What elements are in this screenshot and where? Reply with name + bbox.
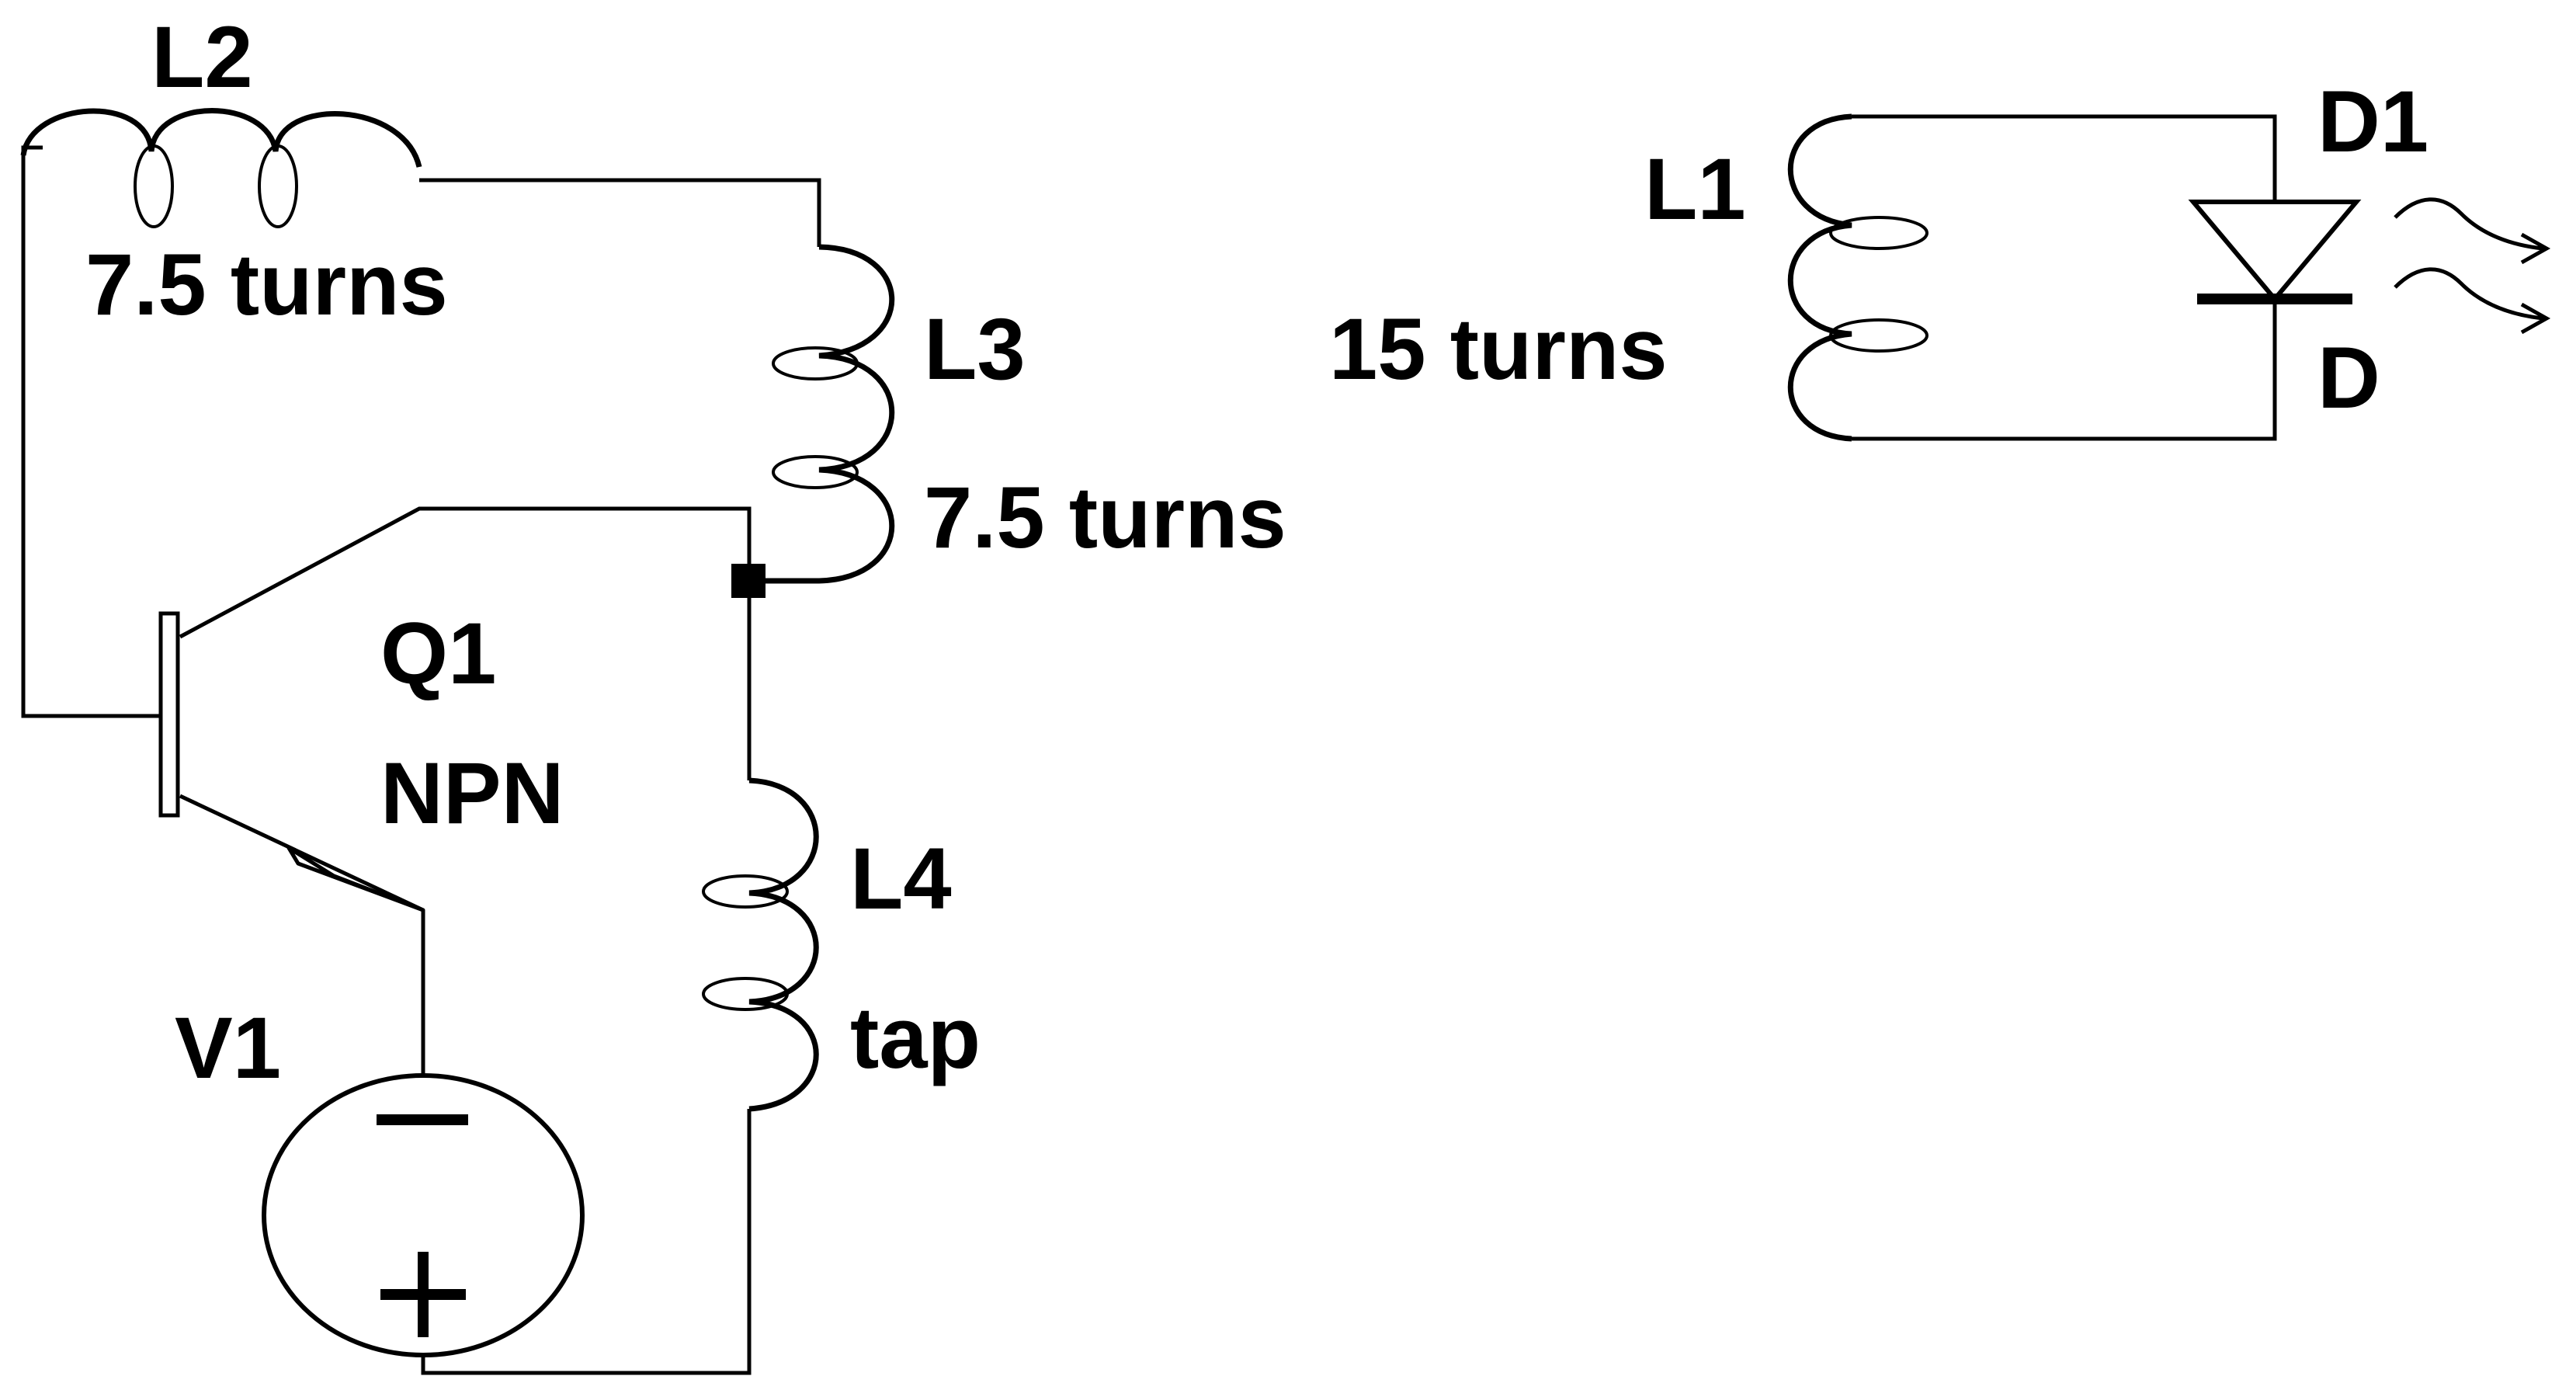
label-l3-turns: 7.5 turns — [924, 469, 1286, 566]
label-l1-turns: 15 turns — [1329, 301, 1668, 398]
wire-collector — [179, 506, 752, 639]
wire-base-to-l2 — [21, 145, 167, 718]
emission-arrows-icon — [2394, 197, 2551, 335]
transistor-q1 — [158, 611, 425, 912]
v1-minus-sign — [377, 1114, 468, 1125]
label-d1-type: D — [2317, 329, 2380, 426]
diode-d1 — [2188, 200, 2362, 304]
label-v1-name: V1 — [175, 999, 281, 1096]
label-q1-type: NPN — [380, 745, 564, 842]
inductor-l2 — [20, 108, 422, 228]
label-l1-name: L1 — [1644, 141, 1746, 238]
wire-l1-d1-loop — [1852, 114, 2277, 441]
v1-plus-sign-v — [418, 1252, 429, 1337]
inductor-l1 — [1787, 113, 1929, 442]
label-d1-name: D1 — [2317, 73, 2428, 170]
inductor-l3 — [749, 244, 895, 584]
label-l2-turns: 7.5 turns — [85, 236, 448, 333]
wire-l2-to-l3 — [419, 178, 821, 247]
label-l2-name: L2 — [151, 9, 253, 106]
inductor-l4 — [702, 777, 819, 1112]
label-l4-name: L4 — [850, 830, 952, 927]
wire-l4-to-v1 — [421, 1109, 752, 1375]
label-l4-note: tap — [850, 989, 981, 1086]
label-q1-name: Q1 — [380, 605, 496, 702]
voltage-source-v1 — [262, 1073, 585, 1357]
label-l3-name: L3 — [924, 301, 1026, 398]
